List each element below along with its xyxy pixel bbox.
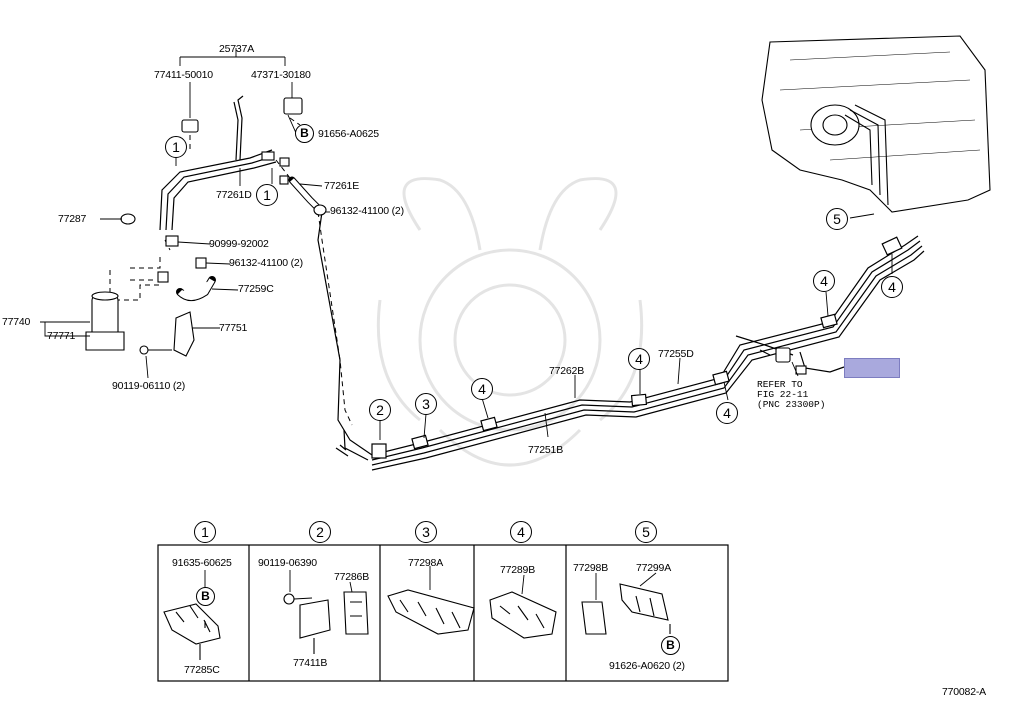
legend-sketches [163, 583, 671, 660]
legend1-part-bottom[interactable]: 77285C [184, 664, 220, 676]
part-96132-41100-lower[interactable]: 96132-41100 (2) [229, 257, 303, 269]
legend-num-2[interactable]: 2 [309, 521, 331, 543]
legend-num-4[interactable]: 4 [510, 521, 532, 543]
part-77771[interactable]: 77771 [47, 330, 76, 342]
refer-line-2: FIG 22-11 [757, 389, 809, 400]
canister-parts [85, 97, 327, 357]
part-77740[interactable]: 77740 [2, 316, 31, 328]
part-25737a[interactable]: 25737A [219, 43, 255, 55]
part-77261e[interactable]: 77261E [324, 180, 360, 192]
callout-1-upper-left[interactable]: 1 [165, 136, 187, 158]
legend2-part-1[interactable]: 90119-06390 [258, 557, 317, 569]
part-77262b[interactable]: 77262B [549, 365, 585, 377]
part-47371-30180[interactable]: 47371-30180 [251, 69, 311, 81]
callout-4-mid[interactable]: 4 [628, 348, 650, 370]
refer-line-3: (PNC 23300P) [757, 399, 826, 410]
part-77255d[interactable]: 77255D [658, 348, 694, 360]
part-77259c[interactable]: 77259C [238, 283, 274, 295]
legend5-part-2[interactable]: 77299A [636, 562, 672, 574]
callout-1-center[interactable]: 1 [256, 184, 278, 206]
callout-3[interactable]: 3 [415, 393, 437, 415]
legend3-part[interactable]: 77298A [408, 557, 444, 569]
legend2-part-2[interactable]: 77286B [334, 571, 370, 583]
label-leaders [40, 48, 893, 440]
part-91656-a0625[interactable]: 91656-A0625 [318, 128, 379, 140]
legend5-part-bottom[interactable]: 91626-A0620 (2) [609, 660, 685, 672]
part-90999-92002[interactable]: 90999-92002 [209, 238, 269, 250]
callout-4-left[interactable]: 4 [471, 378, 493, 400]
callout-4-right[interactable]: 4 [813, 270, 835, 292]
callout-4-lower[interactable]: 4 [716, 402, 738, 424]
part-77261d[interactable]: 77261D [216, 189, 252, 201]
legend5-part-1[interactable]: 77298B [573, 562, 609, 574]
legend-num-5[interactable]: 5 [635, 521, 657, 543]
refer-line-1: REFER TO [757, 379, 803, 390]
part-90119-06110[interactable]: 90119-06110 (2) [112, 380, 186, 392]
part-77751[interactable]: 77751 [219, 322, 248, 334]
callout-4-far-right[interactable]: 4 [881, 276, 903, 298]
part-77251b[interactable]: 77251B [528, 444, 564, 456]
highlighted-part-box[interactable] [844, 358, 900, 378]
part-77411-50010[interactable]: 77411-50010 [154, 69, 213, 81]
filter-connector [759, 347, 807, 375]
part-77287[interactable]: 77287 [58, 213, 87, 225]
legend4-part[interactable]: 77289B [500, 564, 536, 576]
legend5-b-icon: B [661, 636, 680, 655]
part-96132-41100-upper[interactable]: 96132-41100 (2) [330, 205, 404, 217]
callout-b-upper[interactable]: B [295, 124, 314, 143]
legend2-part-bottom[interactable]: 77411B [293, 657, 328, 669]
fuel-lines [159, 95, 925, 471]
watermark [376, 177, 644, 467]
legend-leaders [204, 566, 657, 600]
line-clamps [371, 236, 903, 459]
legend-num-3[interactable]: 3 [415, 521, 437, 543]
callout-2[interactable]: 2 [369, 399, 391, 421]
legend-boxes [157, 544, 729, 682]
diagram-id: 770082-A [942, 686, 986, 698]
dashed-leaders [109, 117, 353, 426]
fuel-tank [761, 35, 991, 213]
legend1-part-top[interactable]: 91635-60625 [172, 557, 232, 569]
legend1-b-icon: B [196, 587, 215, 606]
legend-num-1[interactable]: 1 [194, 521, 216, 543]
callout-5[interactable]: 5 [826, 208, 848, 230]
